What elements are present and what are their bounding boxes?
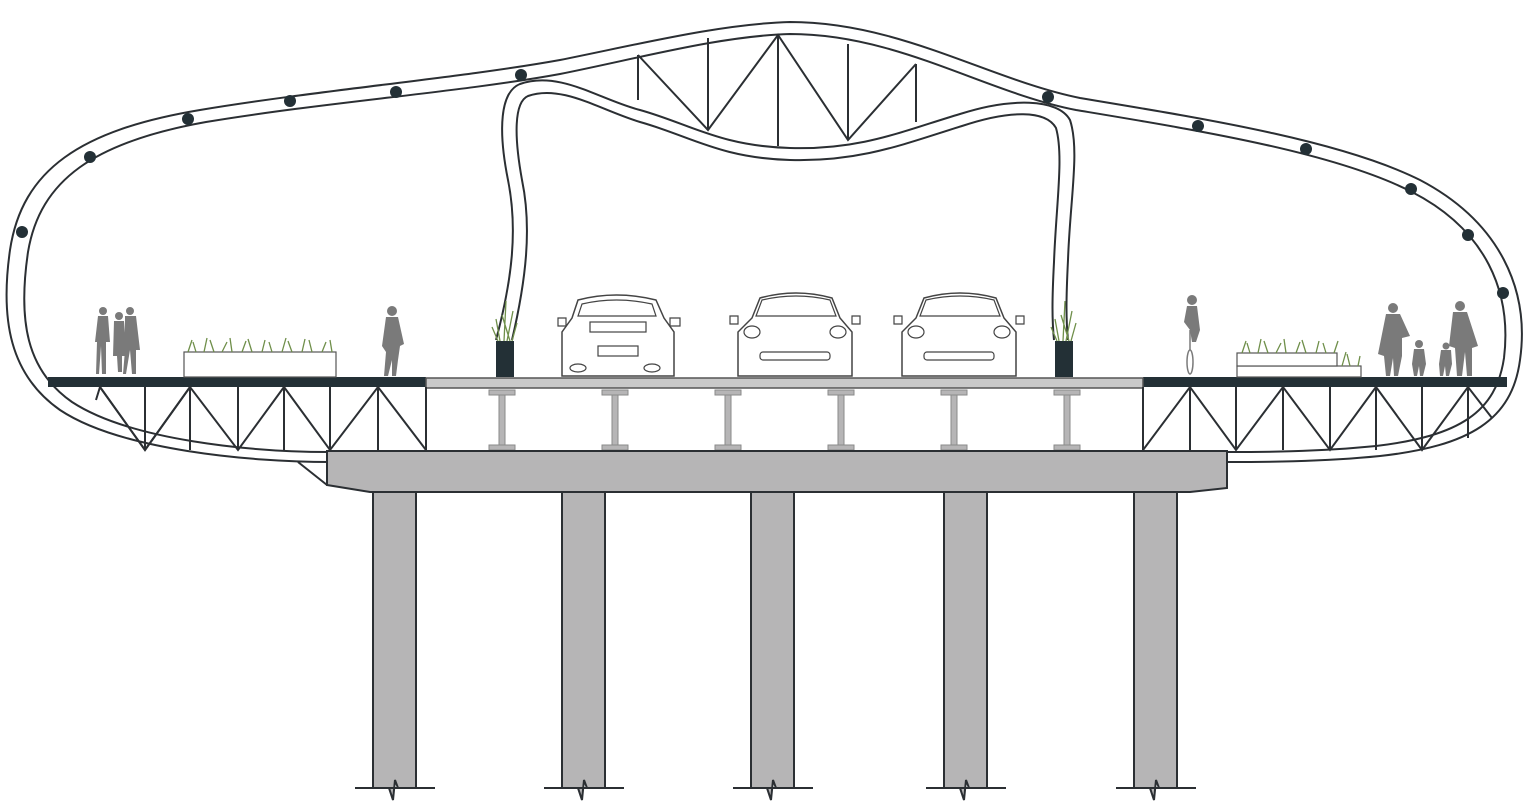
tall-planter-right-grass — [1050, 300, 1077, 342]
people — [95, 295, 1478, 376]
left-walkway-deck — [48, 377, 426, 387]
steel-girder — [827, 389, 855, 451]
columns — [355, 491, 1196, 801]
tall-planter-right — [1055, 341, 1073, 377]
light-icon — [182, 113, 194, 125]
canopy-tube — [5, 20, 1523, 463]
cyclist-right — [1184, 295, 1200, 375]
inner-arch-outer — [495, 79, 1076, 341]
right-planter-low — [1236, 365, 1362, 378]
car-front-1 — [729, 292, 861, 377]
walker-left — [382, 306, 404, 376]
canopy-lights — [16, 69, 1509, 299]
cap-edge — [297, 461, 328, 486]
canopy-outer-line — [5, 20, 1523, 463]
car-rear — [557, 294, 681, 377]
canopy-inner-line — [23, 32, 1507, 453]
deck — [48, 377, 1507, 452]
right-planter — [1236, 352, 1338, 367]
pier-cap — [326, 450, 1228, 493]
family-right — [1378, 301, 1478, 376]
light-icon — [1300, 143, 1312, 155]
light-icon — [390, 86, 402, 98]
light-icon — [16, 226, 28, 238]
steel-girder — [714, 389, 742, 451]
column — [733, 491, 813, 801]
right-planter-grass — [1241, 338, 1361, 367]
couple-left — [95, 307, 140, 374]
left-deck-truss — [95, 384, 427, 452]
column — [355, 491, 435, 801]
column — [926, 491, 1006, 801]
inner-arch-inner — [511, 91, 1061, 341]
steel-girder — [601, 389, 629, 451]
planters — [183, 300, 1362, 378]
tall-planter-left-grass — [491, 300, 518, 342]
column — [544, 491, 624, 801]
left-planter — [183, 351, 337, 378]
light-icon — [284, 95, 296, 107]
roadway-deck — [425, 377, 1144, 389]
tall-planter-left — [496, 341, 514, 377]
steel-girder — [488, 389, 516, 451]
left-planter-grass — [187, 337, 333, 353]
light-icon — [1042, 91, 1054, 103]
steel-girder — [1053, 389, 1081, 451]
crown-truss — [637, 33, 917, 146]
light-icon — [515, 69, 527, 81]
steel-girder — [940, 389, 968, 451]
column — [1116, 491, 1196, 801]
light-icon — [1462, 229, 1474, 241]
light-icon — [84, 151, 96, 163]
car-front-2 — [893, 292, 1025, 377]
right-walkway-deck — [1143, 377, 1507, 387]
light-icon — [1497, 287, 1509, 299]
substructure — [297, 450, 1228, 801]
right-deck-truss — [1142, 385, 1493, 452]
cars — [557, 292, 1025, 377]
light-icon — [1405, 183, 1417, 195]
light-icon — [1192, 120, 1204, 132]
girders — [488, 389, 1081, 451]
